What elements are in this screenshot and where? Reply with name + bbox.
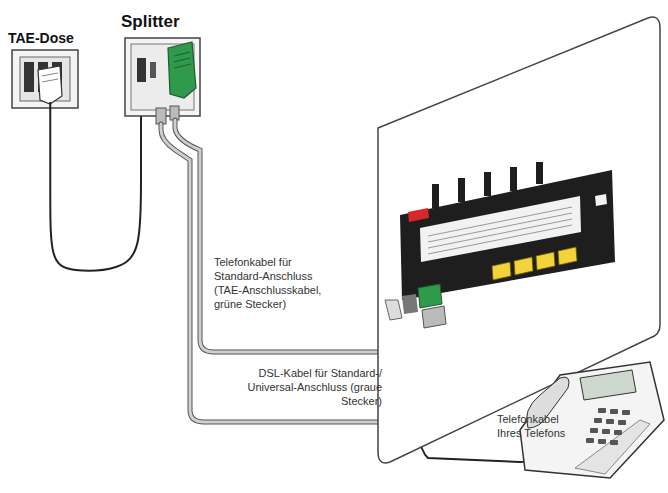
cable-label: Telefonkabel Ihres Telefons xyxy=(497,412,579,440)
key xyxy=(614,430,622,435)
key xyxy=(586,438,594,443)
tae-socket xyxy=(12,50,78,108)
cable-label: Telefonkabel für Standard-Anschluss (TAE… xyxy=(214,255,338,311)
key xyxy=(610,440,618,445)
key xyxy=(622,410,630,415)
tae-cable xyxy=(50,102,141,271)
key xyxy=(618,420,626,425)
splitter-box xyxy=(125,38,200,124)
key xyxy=(610,409,618,414)
key xyxy=(602,429,610,434)
key xyxy=(606,419,614,424)
splitter-box: Splitter xyxy=(125,38,200,116)
key xyxy=(594,418,602,423)
key xyxy=(590,428,598,433)
key xyxy=(598,408,606,413)
tae-socket-box: TAE-Dose xyxy=(12,50,78,108)
node-heading: Splitter xyxy=(121,12,180,32)
node-heading: TAE-Dose xyxy=(8,30,74,46)
cable-label: DSL-Kabel für Standard-/ Universal-Ansch… xyxy=(232,366,382,408)
key xyxy=(598,439,606,444)
